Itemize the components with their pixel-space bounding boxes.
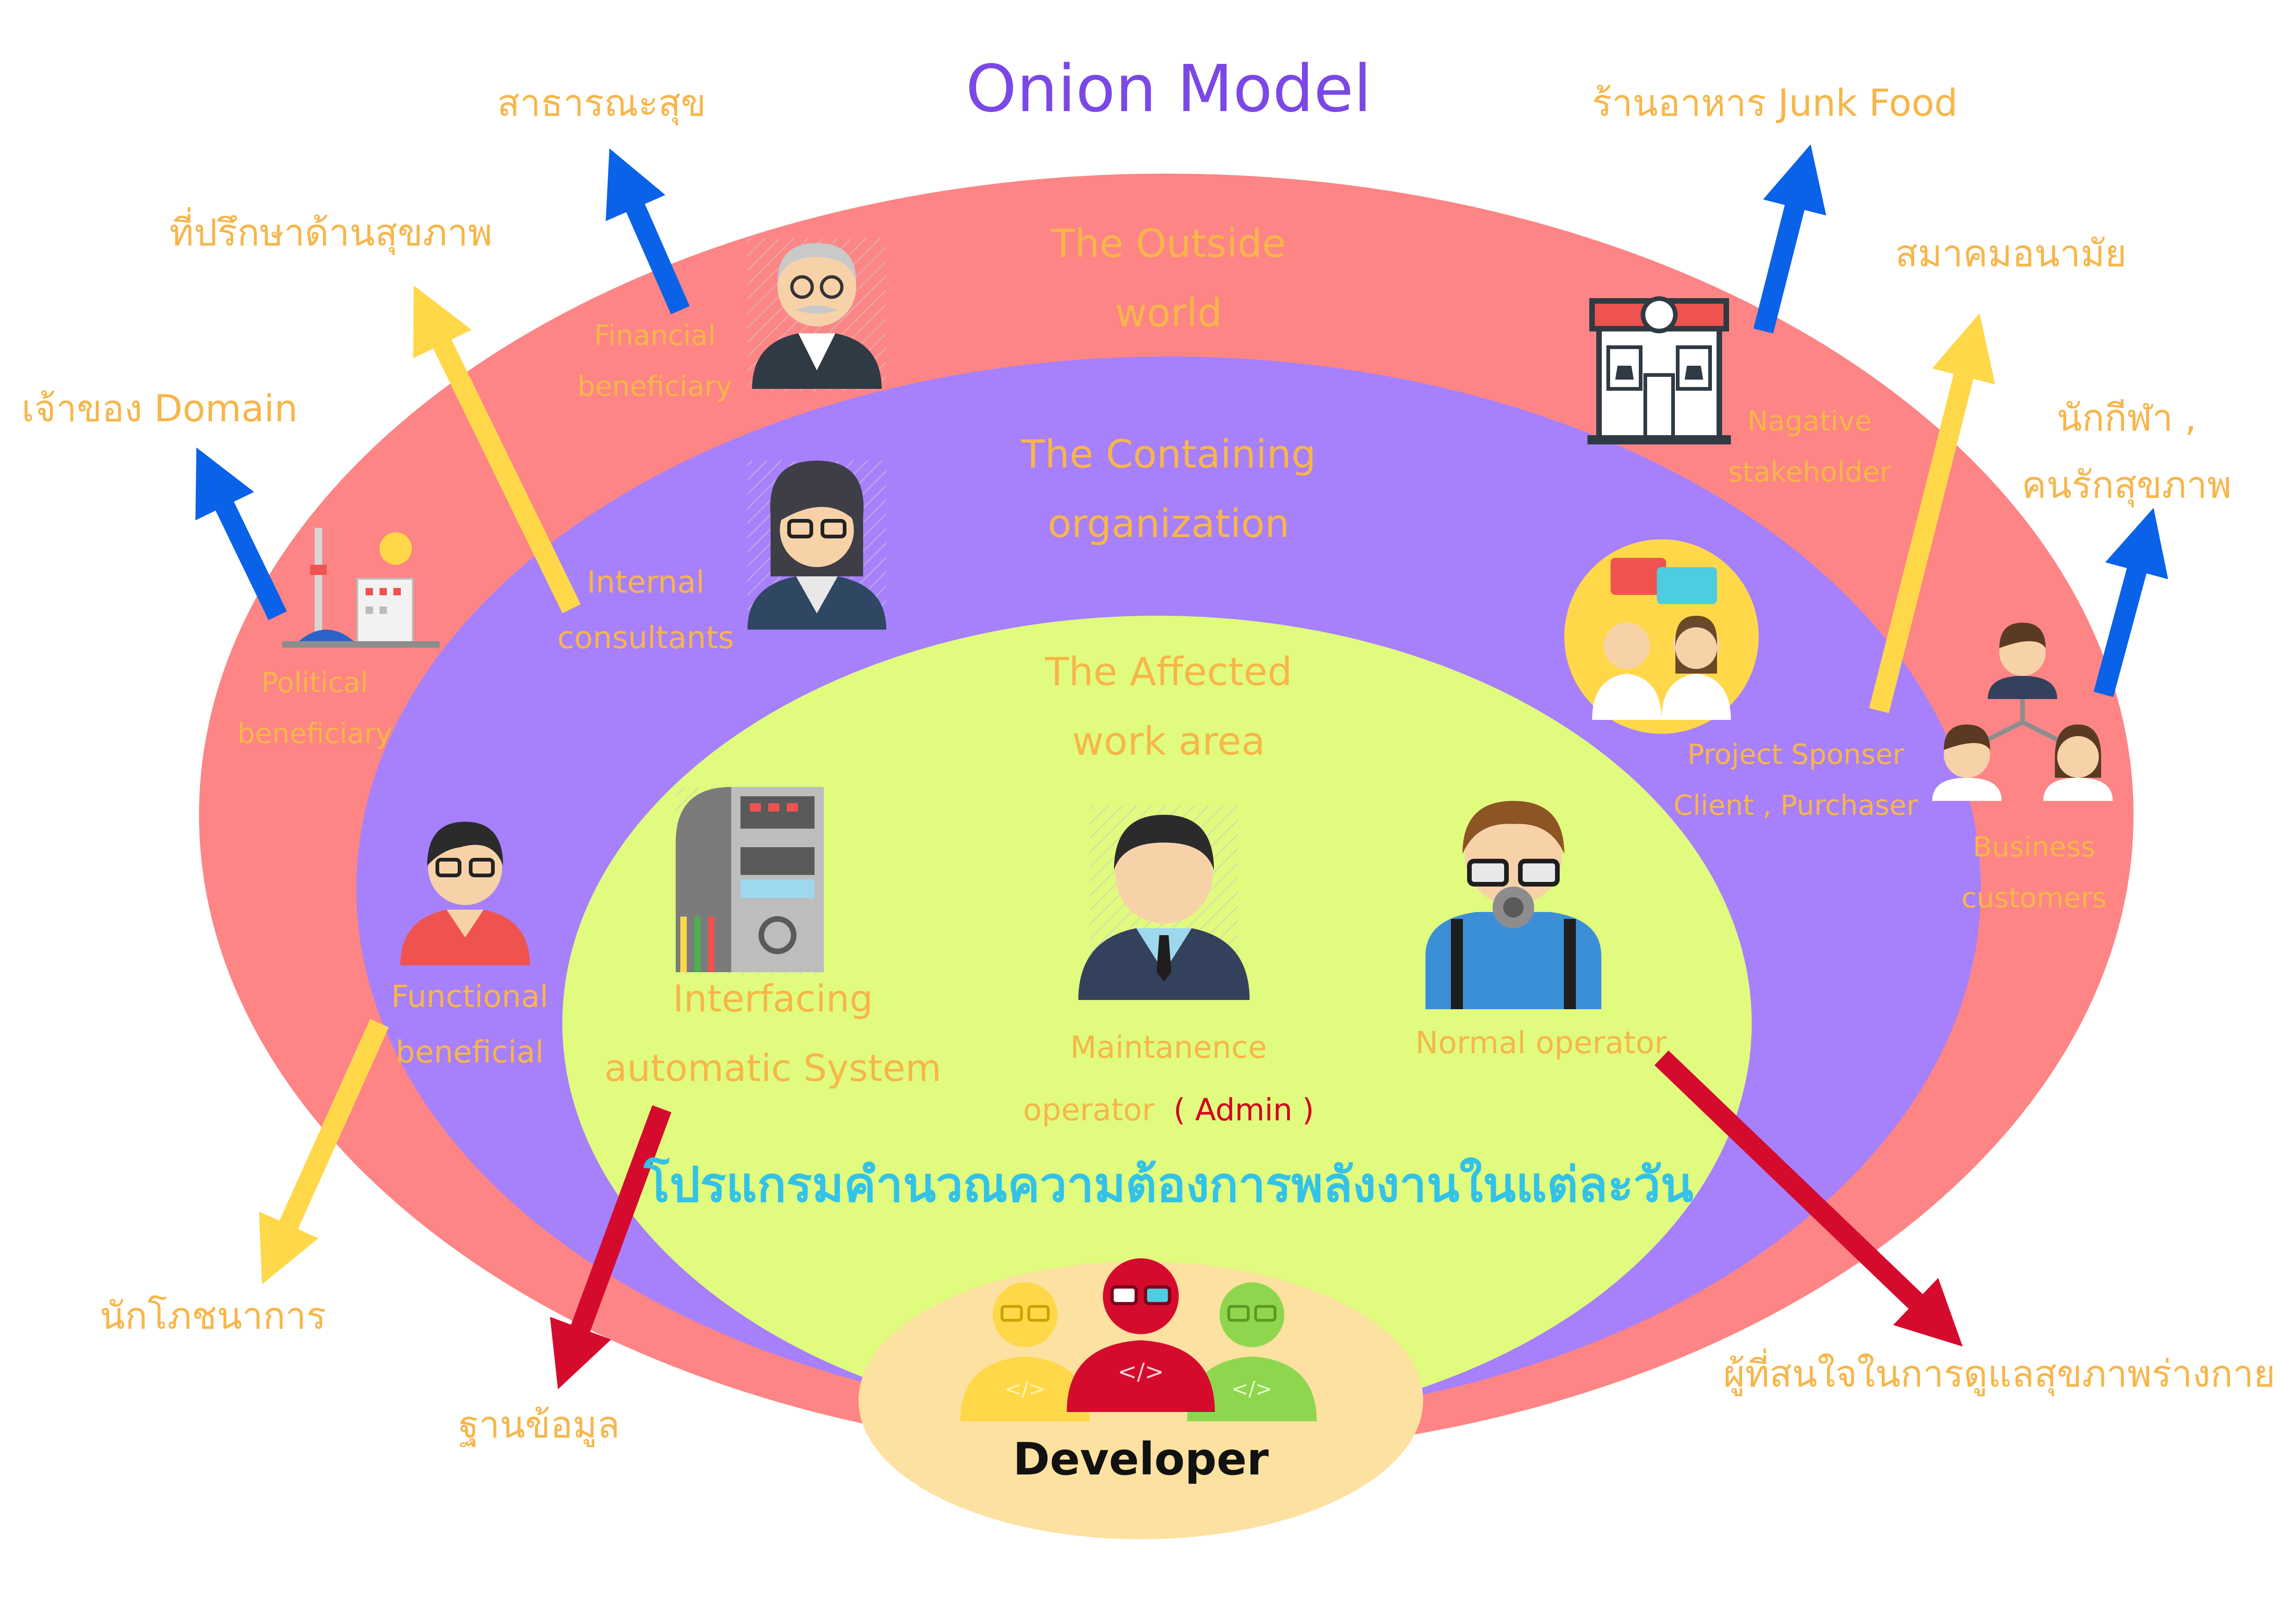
normal-operator-label: Normal operator — [1415, 1025, 1667, 1061]
arrow-nutritionist — [259, 1018, 389, 1285]
label-athletes-line-2: คนรักสุขภาพ — [2022, 463, 2232, 507]
developer-left: </> — [960, 1282, 1090, 1421]
arrows — [195, 144, 2168, 1390]
city-building-icon — [282, 528, 440, 648]
arrow-public-health — [605, 148, 690, 314]
containing-org-line-1: The Containing — [1020, 431, 1316, 477]
political-beneficiary-line-1: Political — [261, 667, 368, 699]
label-health-advisor: ที่ปรึกษาด้านสุขภาพ — [169, 207, 492, 255]
business-customers-line-2: customers — [1961, 882, 2107, 914]
negative-stakeholder-line-1: Nagative — [1747, 405, 1872, 437]
inner-ring — [562, 616, 1752, 1430]
developer-center: </> — [1067, 1258, 1215, 1412]
machine-icon — [676, 787, 824, 974]
code-glyph-left: </> — [1005, 1377, 1046, 1401]
arrow-database — [550, 1105, 672, 1390]
label-database: ฐานข้อมูล — [459, 1403, 620, 1447]
developer-right: </> — [1187, 1282, 1317, 1421]
elderly-man-icon — [747, 238, 886, 391]
maintenance-operator-line-2: operator ( Admin ) — [1023, 1092, 1314, 1128]
project-sponsor-line-1: Project Sponser — [1687, 738, 1904, 771]
arrow-health-interested — [1654, 1050, 1963, 1347]
financial-beneficiary-line-2: beneficiary — [578, 370, 732, 403]
affected-area-line-1: The Affected — [1045, 649, 1292, 694]
label-health-interested: ผู้ที่สนใจในการดูแลสุขภาพร่างกาย — [1724, 1349, 2276, 1396]
diagram-title: Onion Model — [965, 51, 1371, 127]
interfacing-system-line-1: Interfacing — [673, 977, 873, 1020]
functional-beneficial-line-2: beneficial — [396, 1034, 544, 1070]
containing-org-line-2: organization — [1048, 501, 1289, 546]
operator-mask-icon — [1425, 801, 1601, 1009]
project-sponsor-line-2: Client , Purchaser — [1674, 789, 1918, 822]
internal-consultants-line-1: Internal — [587, 564, 704, 600]
affected-area-line-2: work area — [1072, 718, 1265, 764]
developer-label: Developer — [1013, 1433, 1269, 1485]
outside-world-line-1: The Outside — [1051, 221, 1286, 266]
restaurant-icon — [1587, 296, 1731, 444]
businessman-icon — [1078, 806, 1250, 1000]
label-health-assoc: สมาคมอนามัย — [1895, 232, 2127, 275]
outside-world-line-2: world — [1115, 290, 1222, 336]
label-domain-owner: เจ้าของ Domain — [22, 387, 298, 430]
maintenance-operator-line-1: Maintanence — [1070, 1030, 1267, 1065]
interfacing-system-line-2: automatic System — [604, 1047, 941, 1090]
arrow-health-assoc — [1869, 313, 1995, 713]
developers-icon: </> </> </> — [960, 1258, 1317, 1421]
arrow-domain-owner — [195, 447, 287, 620]
label-junk-food: ร้านอาหาร Junk Food — [1592, 81, 1958, 125]
maintenance-operator-word: operator — [1023, 1092, 1155, 1128]
label-nutritionist: นักโภชนาการ — [100, 1294, 326, 1337]
code-glyph-center: </> — [1118, 1358, 1164, 1385]
code-glyph-right: </> — [1232, 1377, 1273, 1401]
glasses-man-icon — [400, 822, 530, 965]
political-beneficiary-line-2: beneficiary — [237, 718, 392, 750]
customer-group-icon — [1932, 623, 2113, 801]
program-name: โปรแกรมคำนวณความต้องการพลังงานในแต่ละวัน — [643, 1156, 1693, 1213]
label-public-health: สาธารณะสุข — [497, 81, 706, 125]
business-customers-line-1: Business — [1973, 831, 2096, 863]
negative-stakeholder-line-2: stakeholder — [1728, 456, 1891, 488]
functional-beneficial-line-1: Functional — [391, 979, 548, 1014]
arrow-athletes — [2093, 508, 2168, 697]
admin-badge: ( Admin ) — [1174, 1092, 1314, 1128]
financial-beneficiary-line-1: Financial — [594, 319, 716, 352]
internal-consultants-line-2: consultants — [557, 620, 734, 656]
label-athletes-line-1: นักกีฬา , — [2057, 396, 2196, 439]
arrow-health-advisor — [413, 285, 581, 613]
arrow-junk-food — [1753, 144, 1826, 334]
businesswoman-icon — [747, 461, 886, 630]
doctors-chat-icon — [1564, 539, 1759, 734]
